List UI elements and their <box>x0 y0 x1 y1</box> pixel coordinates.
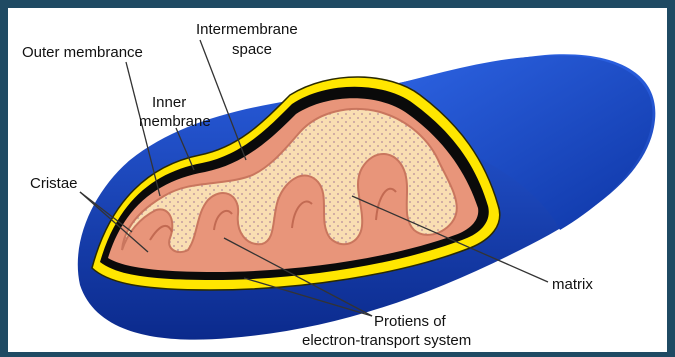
label-proteins-line2: electron-transport system <box>302 332 471 349</box>
label-proteins-line1: Protiens of <box>374 313 447 330</box>
label-matrix: matrix <box>552 276 593 293</box>
label-inner-line1: Inner <box>152 94 186 111</box>
label-outer-membrane: Outer membrance <box>22 44 143 61</box>
label-intermembrane-line1: Intermembrane <box>196 21 298 38</box>
label-cristae: Cristae <box>30 175 78 192</box>
label-intermembrane-line2: space <box>232 41 272 58</box>
label-inner-line2: membrane <box>139 113 211 130</box>
